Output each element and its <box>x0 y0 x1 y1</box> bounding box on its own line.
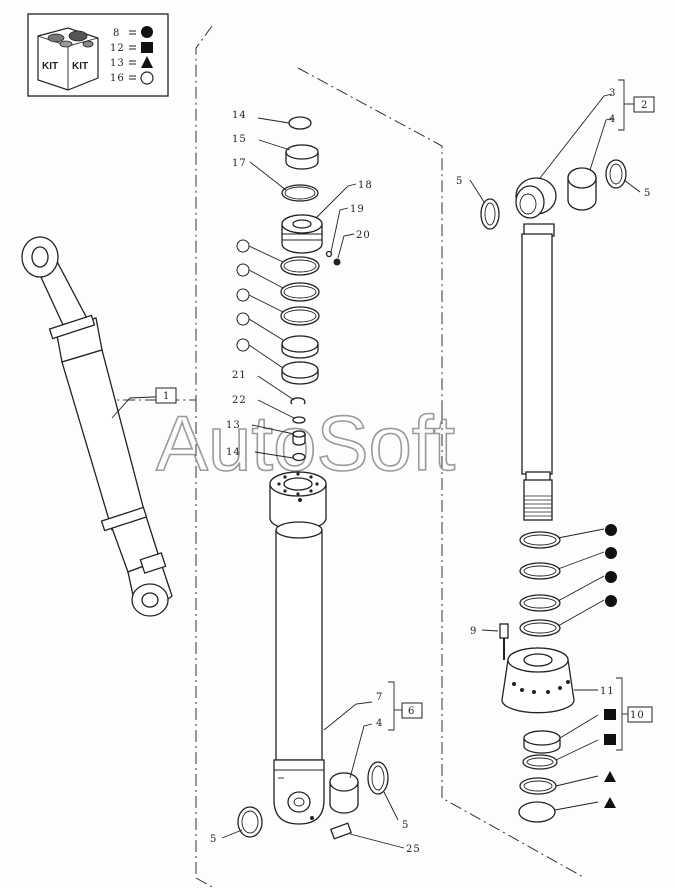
callout-10: 10 <box>630 710 645 721</box>
callout-14-top: 14 <box>232 110 247 121</box>
callout-15: 15 <box>232 134 247 145</box>
part-19-ball <box>325 250 333 258</box>
callout-7: 7 <box>376 692 383 703</box>
filled-circle-icon <box>141 26 153 38</box>
callout-18: 18 <box>358 180 373 191</box>
callout-21: 21 <box>232 370 247 381</box>
part-5-ring-right <box>367 761 389 795</box>
kit-label-right: KIT <box>72 61 88 72</box>
piston-rod <box>480 159 627 521</box>
callout-14-lower: 14 <box>226 447 241 458</box>
callout-22: 22 <box>232 395 247 406</box>
callout-2: 2 <box>641 100 648 111</box>
kit-symbol-markers <box>604 524 617 808</box>
part-21-clip <box>290 397 306 405</box>
callout-5-rod-left: 5 <box>456 176 463 187</box>
group-brackets <box>388 79 634 751</box>
part-20-screw <box>333 258 341 266</box>
callout-6: 6 <box>408 706 415 717</box>
gland-parts <box>499 524 617 823</box>
callout-5-rod-right: 5 <box>644 188 651 199</box>
callout-19: 19 <box>350 204 365 215</box>
boxed-labels <box>155 96 655 723</box>
kit-legend: KIT KIT 8 12 13 16 <box>27 13 169 97</box>
part-14-ball <box>292 452 306 462</box>
barrel-loose-parts <box>237 761 389 840</box>
filled-square-icon <box>141 42 153 53</box>
cylinder-barrel <box>269 471 327 825</box>
callout-5-barrel-right: 5 <box>402 820 409 831</box>
assembled-cylinder <box>21 236 173 617</box>
open-circle-icon <box>140 71 154 85</box>
legend-number-12: 12 <box>110 43 125 54</box>
callout-4-rod: 4 <box>609 114 616 125</box>
callout-3: 3 <box>609 88 616 99</box>
part-17-ring <box>281 184 319 202</box>
open-circle-markers <box>236 239 250 352</box>
legend-number-8: 8 <box>113 28 120 39</box>
callout-9: 9 <box>470 626 477 637</box>
legend-equals <box>129 30 136 80</box>
part-5-ring-rod-right <box>605 159 627 189</box>
group-boundaries <box>112 25 586 888</box>
callout-25: 25 <box>406 844 421 855</box>
callout-20: 20 <box>356 230 371 241</box>
callout-4-barrel: 4 <box>376 718 383 729</box>
part-9-bolt <box>499 623 509 639</box>
legend-number-13: 13 <box>110 58 125 69</box>
part-25-grease-fitting <box>329 822 353 840</box>
leader-lines <box>111 93 641 849</box>
callout-11: 11 <box>600 686 615 697</box>
callout-5-barrel-left: 5 <box>210 834 217 845</box>
part-22-washer <box>292 416 306 424</box>
callout-17: 17 <box>232 158 247 169</box>
kit-label-left: KIT <box>42 61 58 72</box>
filled-triangle-icon <box>141 56 153 68</box>
kit-box-icon <box>37 27 99 91</box>
piston-seals <box>236 116 341 462</box>
callout-1: 1 <box>163 391 170 402</box>
part-14-ring <box>288 116 312 130</box>
callout-13: 13 <box>226 420 241 431</box>
legend-number-16: 16 <box>110 73 125 84</box>
part-5-ring-rod-left <box>480 198 500 230</box>
